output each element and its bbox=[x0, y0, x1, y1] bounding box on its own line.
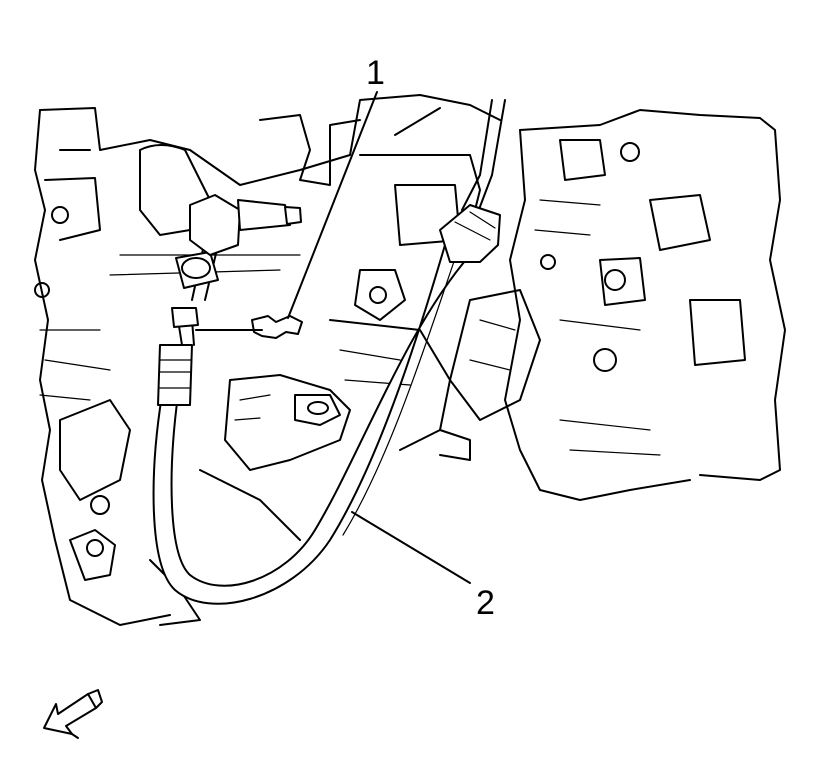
callout-1-leader bbox=[287, 91, 378, 319]
transmission-case-right bbox=[439, 109, 786, 501]
front-direction-arrow-icon bbox=[43, 689, 103, 739]
transmission-housing bbox=[34, 94, 501, 626]
callout-leader-lines bbox=[287, 91, 471, 584]
transmission-cooler-hose bbox=[152, 204, 501, 605]
callout-2-label: 2 bbox=[476, 584, 495, 622]
shift-cables bbox=[394, 99, 506, 213]
hose-retaining-clip bbox=[195, 315, 303, 339]
callout-2-leader bbox=[351, 511, 471, 584]
callout-1-label: 1 bbox=[366, 54, 385, 92]
bell-housing bbox=[199, 114, 481, 541]
cooler-line-elbow-fitting bbox=[175, 194, 302, 301]
